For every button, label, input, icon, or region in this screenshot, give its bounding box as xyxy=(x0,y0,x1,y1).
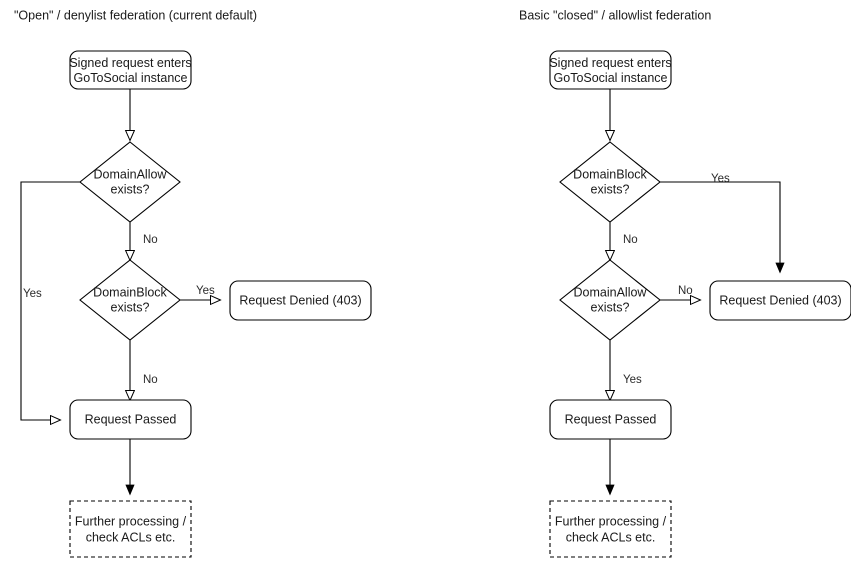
node-entry-denylist[interactable]: Signed request enters GoToSocial instanc… xyxy=(69,50,192,90)
node-decision-domainblock-denylist[interactable]: DomainBlock exists? xyxy=(79,259,181,341)
node-request-passed-allowlist-label: Request Passed xyxy=(565,412,657,426)
node-decision-domainblock-allowlist-shape[interactable] xyxy=(559,141,661,223)
node-request-passed-allowlist[interactable]: Request Passed xyxy=(549,399,672,440)
edge-label-domainblock-no: No xyxy=(143,374,158,386)
node-request-denied-allowlist-shape[interactable] xyxy=(709,280,851,321)
node-decision-domainblock-allowlist-line2: exists? xyxy=(591,182,630,196)
node-decision-domainallow-allowlist-line1: DomainAllow xyxy=(574,285,648,299)
edge-label-domainallow-no: No xyxy=(143,234,158,246)
node-entry-denylist-line2: GoToSocial instance xyxy=(74,71,188,85)
edge-label-domainblock-yes: Yes xyxy=(196,285,215,297)
node-entry-denylist-line1: Signed request enters xyxy=(69,56,191,70)
node-decision-domainallow-denylist-line2: exists? xyxy=(111,182,150,196)
node-further-processing-allowlist[interactable]: Further processing / check ACLs etc. xyxy=(549,500,672,558)
node-further-processing-denylist-line2: check ACLs etc. xyxy=(86,530,176,544)
node-further-processing-denylist-line1: Further processing / xyxy=(75,514,187,528)
edges-denylist xyxy=(20,89,220,494)
node-decision-domainallow-denylist[interactable]: DomainAllow exists? xyxy=(79,141,181,223)
node-decision-domainblock-allowlist-line1: DomainBlock xyxy=(573,167,647,181)
edge-label-domainallow-yes-allowlist: Yes xyxy=(623,374,642,386)
column-title-allowlist: Basic "closed" / allowlist federation xyxy=(519,8,711,22)
node-further-processing-denylist-shape[interactable] xyxy=(69,500,192,558)
edge-label-domainallow-yes: Yes xyxy=(23,288,42,300)
node-further-processing-allowlist-line1: Further processing / xyxy=(555,514,667,528)
node-request-denied-denylist-label: Request Denied (403) xyxy=(239,293,361,307)
edge-domainblock-yes-to-request-denied xyxy=(660,181,780,272)
node-request-denied-denylist[interactable]: Request Denied (403) xyxy=(229,280,372,321)
node-decision-domainallow-allowlist-shape[interactable] xyxy=(559,259,661,341)
node-request-passed-denylist-label: Request Passed xyxy=(85,412,177,426)
node-decision-domainallow-denylist-shape[interactable] xyxy=(79,141,181,223)
node-entry-allowlist-line2: GoToSocial instance xyxy=(554,71,668,85)
node-entry-allowlist-shape[interactable] xyxy=(549,50,672,90)
node-further-processing-allowlist-shape[interactable] xyxy=(549,500,672,558)
node-decision-domainallow-denylist-line1: DomainAllow xyxy=(94,167,168,181)
node-decision-domainblock-denylist-shape[interactable] xyxy=(79,259,181,341)
node-request-denied-denylist-shape[interactable] xyxy=(229,280,372,321)
node-request-denied-allowlist-label: Request Denied (403) xyxy=(719,293,841,307)
node-request-passed-allowlist-shape[interactable] xyxy=(549,399,672,440)
node-further-processing-denylist[interactable]: Further processing / check ACLs etc. xyxy=(69,500,192,558)
node-decision-domainblock-denylist-line2: exists? xyxy=(111,300,150,314)
column-title-denylist: "Open" / denylist federation (current de… xyxy=(14,8,257,22)
node-decision-domainblock-denylist-line1: DomainBlock xyxy=(93,285,167,299)
node-further-processing-allowlist-line2: check ACLs etc. xyxy=(566,530,656,544)
node-request-passed-denylist-shape[interactable] xyxy=(69,399,192,440)
edges-allowlist xyxy=(610,89,780,494)
edge-label-domainblock-yes-allowlist: Yes xyxy=(711,173,730,185)
edge-label-domainallow-no-allowlist: No xyxy=(678,285,693,297)
node-entry-allowlist[interactable]: Signed request enters GoToSocial instanc… xyxy=(549,50,672,90)
node-request-passed-denylist[interactable]: Request Passed xyxy=(69,399,192,440)
node-decision-domainallow-allowlist-line2: exists? xyxy=(591,300,630,314)
edge-domainallow-yes-to-request-passed xyxy=(20,181,80,420)
node-decision-domainallow-allowlist[interactable]: DomainAllow exists? xyxy=(559,259,661,341)
node-decision-domainblock-allowlist[interactable]: DomainBlock exists? xyxy=(559,141,661,223)
node-entry-denylist-shape[interactable] xyxy=(69,50,192,90)
edge-label-domainblock-no-allowlist: No xyxy=(623,234,638,246)
node-entry-allowlist-line1: Signed request enters xyxy=(549,56,671,70)
node-request-denied-allowlist[interactable]: Request Denied (403) xyxy=(709,280,851,321)
